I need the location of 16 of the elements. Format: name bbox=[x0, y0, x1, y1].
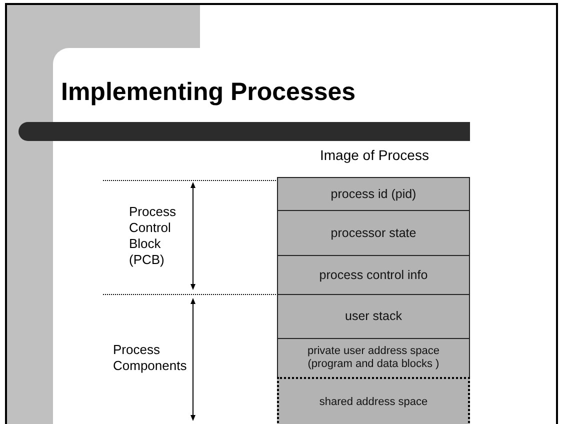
region-label: Process Components bbox=[113, 342, 188, 374]
memory-segment bbox=[277, 338, 470, 378]
segment-label: private user address space (program and data blocks ) bbox=[306, 345, 441, 371]
segment-label: user stack bbox=[345, 310, 402, 323]
memory-segment bbox=[277, 255, 470, 295]
segment-label: process control info bbox=[319, 268, 428, 282]
stack-heading: Image of Process bbox=[320, 147, 429, 163]
slide-title: Implementing Processes bbox=[61, 78, 356, 107]
segment-label: processor state bbox=[330, 226, 416, 240]
segment-label: shared address space bbox=[319, 396, 428, 408]
memory-segment bbox=[277, 177, 470, 211]
memory-segment bbox=[277, 294, 470, 339]
region-label: Process Control Block (PCB) bbox=[129, 204, 177, 268]
memory-segment bbox=[277, 377, 470, 424]
segment-label: process id (pid) bbox=[330, 188, 416, 200]
memory-segment bbox=[277, 210, 470, 256]
